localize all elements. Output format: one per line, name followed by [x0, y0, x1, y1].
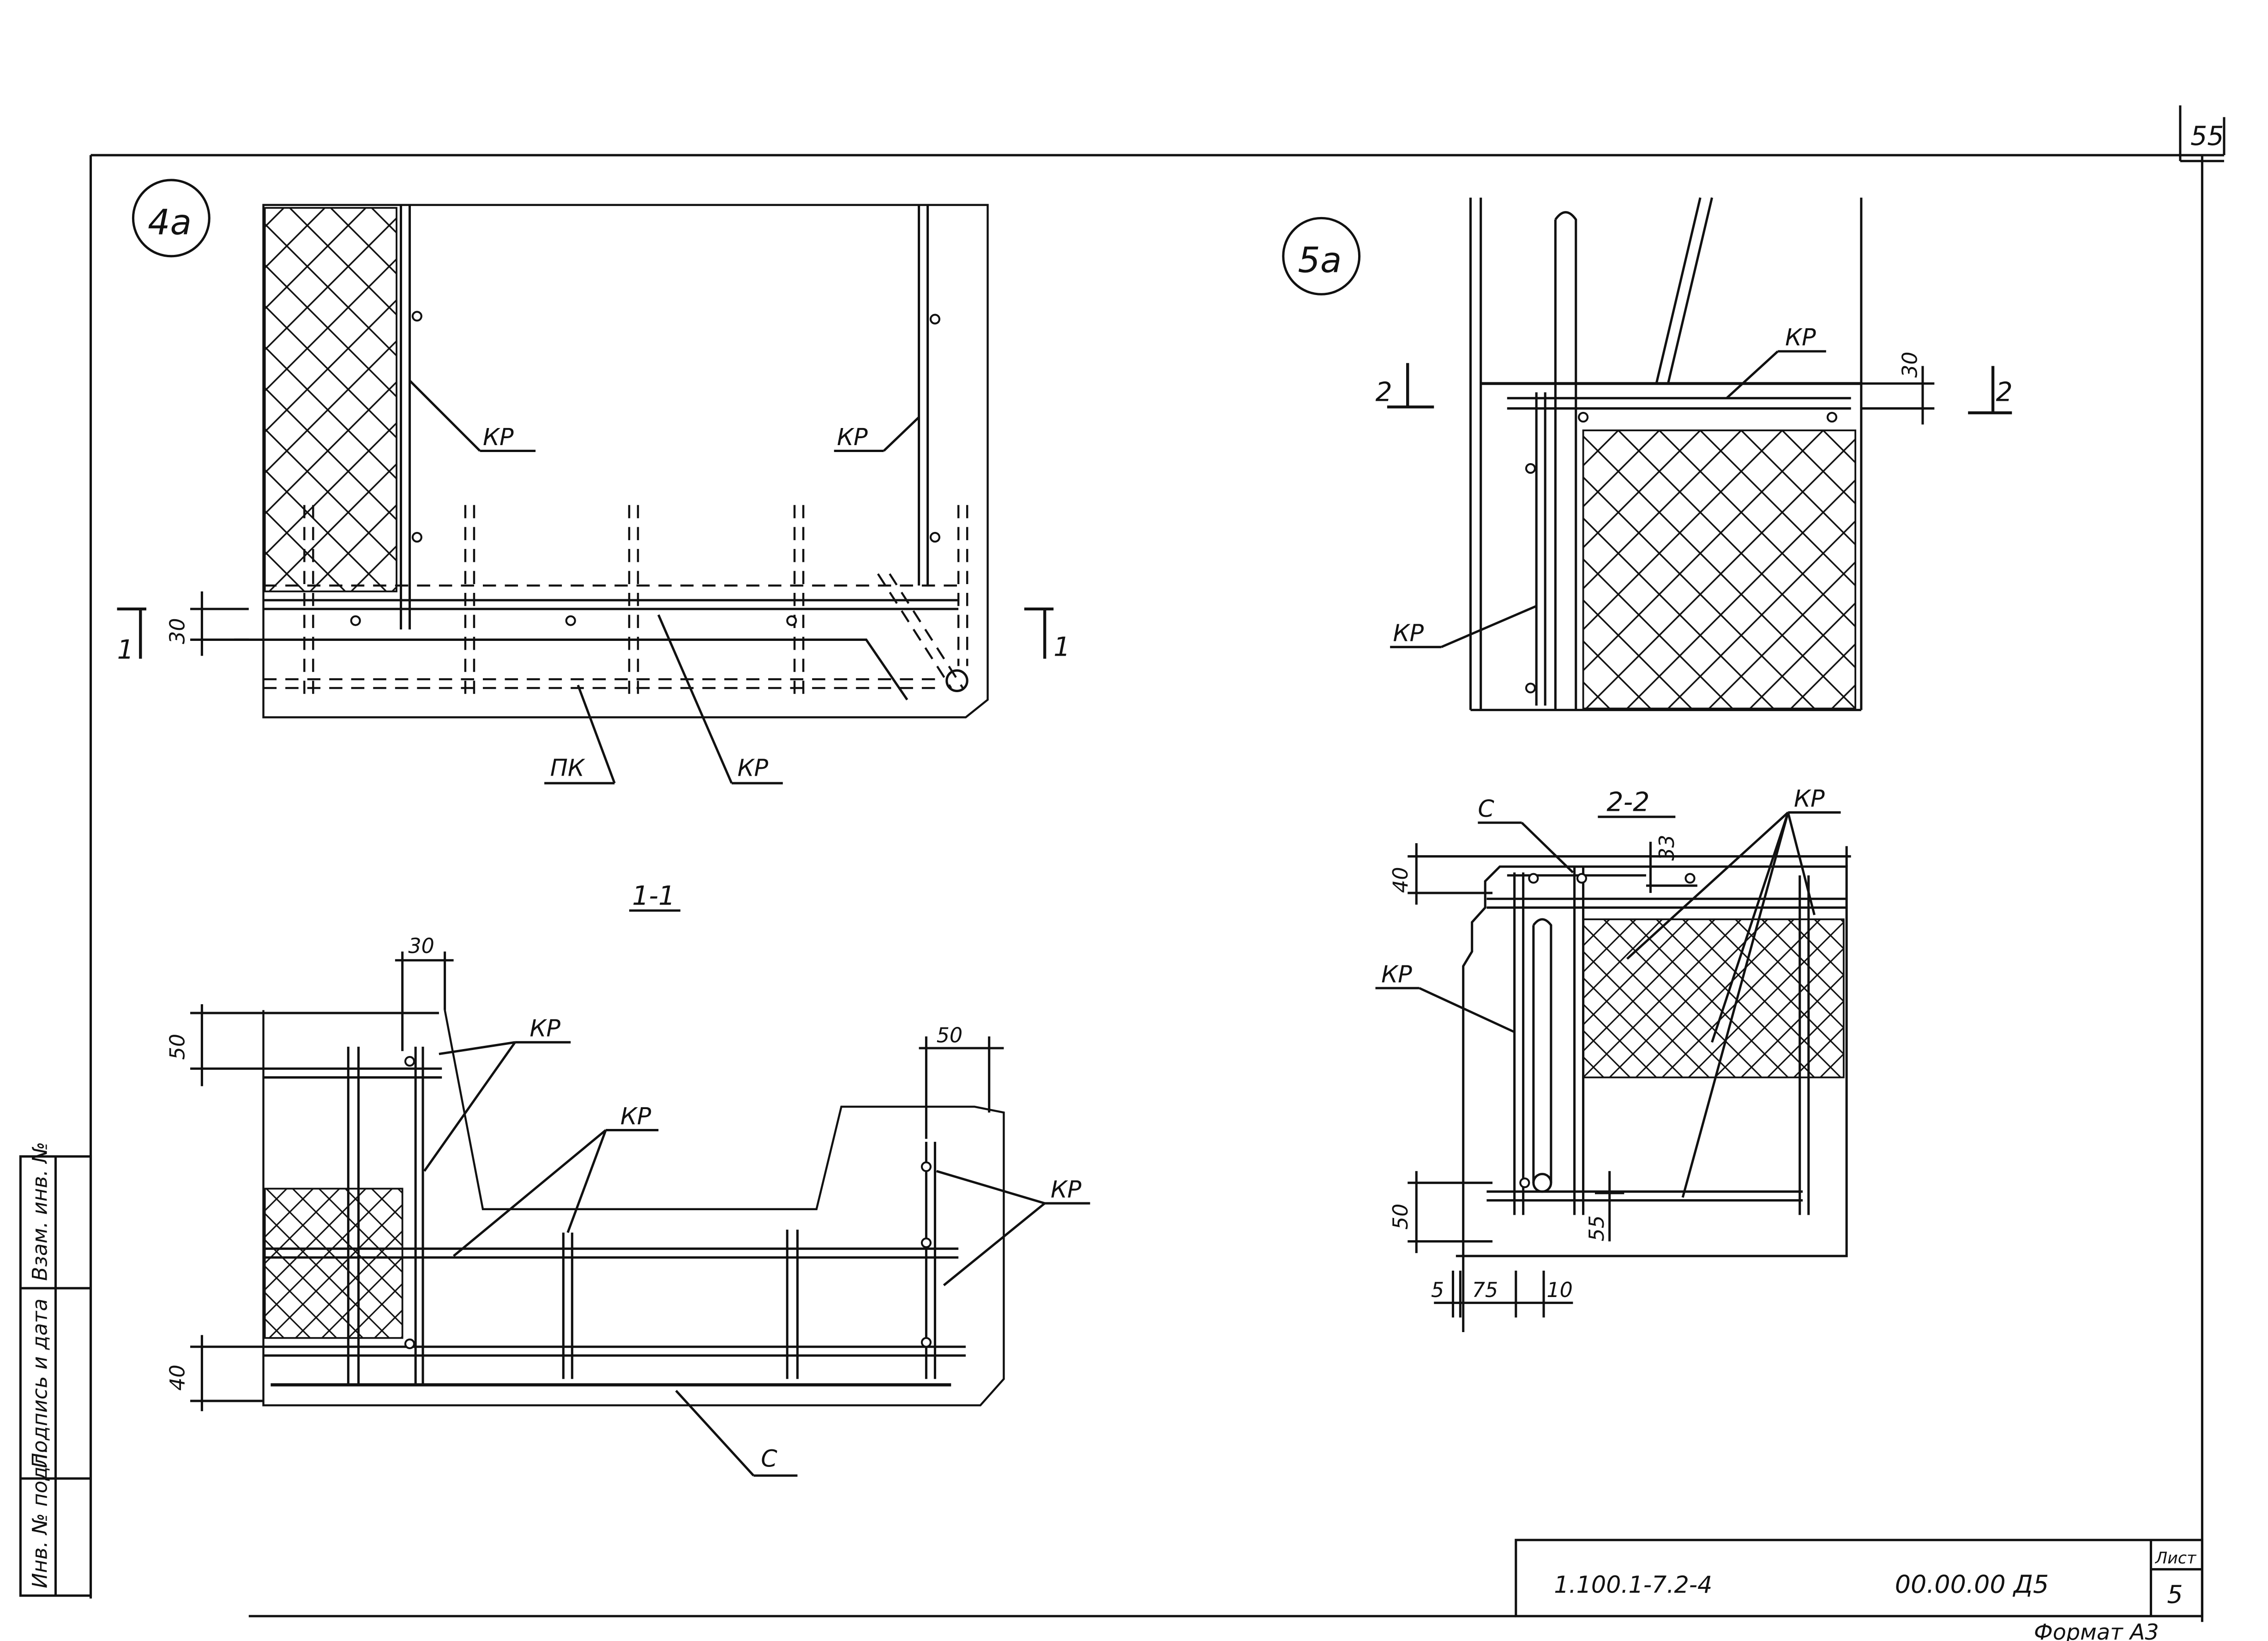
- document-code: 1.100.1-7.2-4: [1554, 1571, 1712, 1598]
- stamp-col-replace: Взам. инв. №: [28, 1142, 52, 1281]
- insulation-hatch: [264, 207, 397, 592]
- view-4a: [117, 179, 1054, 784]
- label-kr: КР: [738, 754, 769, 781]
- label-c: С: [1478, 795, 1494, 822]
- insulation-hatch: [264, 1188, 403, 1339]
- format-label: Формат А3: [2034, 1620, 2159, 1641]
- insulation-hatch: [1582, 429, 1857, 710]
- label-kr: КР: [483, 423, 514, 451]
- dimension-top: 30: [408, 935, 434, 958]
- label-kr: КР: [1393, 620, 1424, 647]
- section-1-1: [190, 909, 1090, 1477]
- dimension-top-small: 33: [1655, 835, 1679, 861]
- dimension-left-bottom: 40: [166, 1364, 189, 1390]
- dimension-b3: 10: [1546, 1279, 1572, 1302]
- label-kr: КР: [1051, 1176, 1082, 1203]
- section-mark-2-right: 2: [1996, 377, 2012, 408]
- page-number: 55: [2190, 121, 2224, 151]
- label-kr: КР: [529, 1015, 560, 1042]
- section-2-2: [1375, 811, 1851, 1333]
- label-c: С: [761, 1445, 777, 1472]
- label-kr: КР: [620, 1103, 651, 1130]
- view-5a-tag-circle: [1282, 217, 1361, 296]
- section-mark-2-left: 2: [1375, 377, 1392, 408]
- dimension-bottom-left: 50: [1389, 1204, 1413, 1230]
- dimension-right: 50: [937, 1024, 963, 1047]
- stamp-col-inv: Инв. № подл.: [28, 1447, 52, 1588]
- dimension-bottom-small: 55: [1585, 1215, 1609, 1241]
- view-5a: [1282, 197, 2012, 712]
- dimension-b2: 75: [1472, 1279, 1498, 1302]
- stamp-col-sign: Подпись и дата: [28, 1298, 52, 1468]
- label-kr: КР: [837, 423, 868, 451]
- view-5a-tag: 5а: [1298, 240, 1342, 281]
- side-stamp: [19, 1155, 92, 1597]
- dimension-30: 30: [1898, 351, 1922, 377]
- insulation-hatch: [1582, 918, 1845, 1079]
- list-label: Лист: [2154, 1549, 2197, 1568]
- title-block: [248, 1538, 2203, 1617]
- section-1-1-title: 1-1: [632, 881, 675, 911]
- dimension-top-left: 40: [1389, 867, 1413, 893]
- label-kr: КР: [1785, 324, 1816, 351]
- label-pk: ПК: [550, 754, 585, 781]
- dimension-30: 30: [166, 618, 189, 644]
- section-mark-1-right: 1: [1053, 632, 1070, 662]
- view-4a-tag-circle: [132, 179, 211, 258]
- view-4a-tag: 4а: [148, 201, 192, 242]
- dimension-left-top: 50: [166, 1034, 189, 1060]
- label-kr: КР: [1381, 960, 1412, 988]
- drawing-number: 00.00.00 Д5: [1895, 1569, 2049, 1599]
- dimension-b1: 5: [1431, 1279, 1444, 1302]
- list-number: 5: [2167, 1580, 2183, 1609]
- label-kr: КР: [1794, 785, 1825, 812]
- section-mark-1-left: 1: [117, 635, 134, 665]
- section-2-2-title: 2-2: [1606, 787, 1649, 817]
